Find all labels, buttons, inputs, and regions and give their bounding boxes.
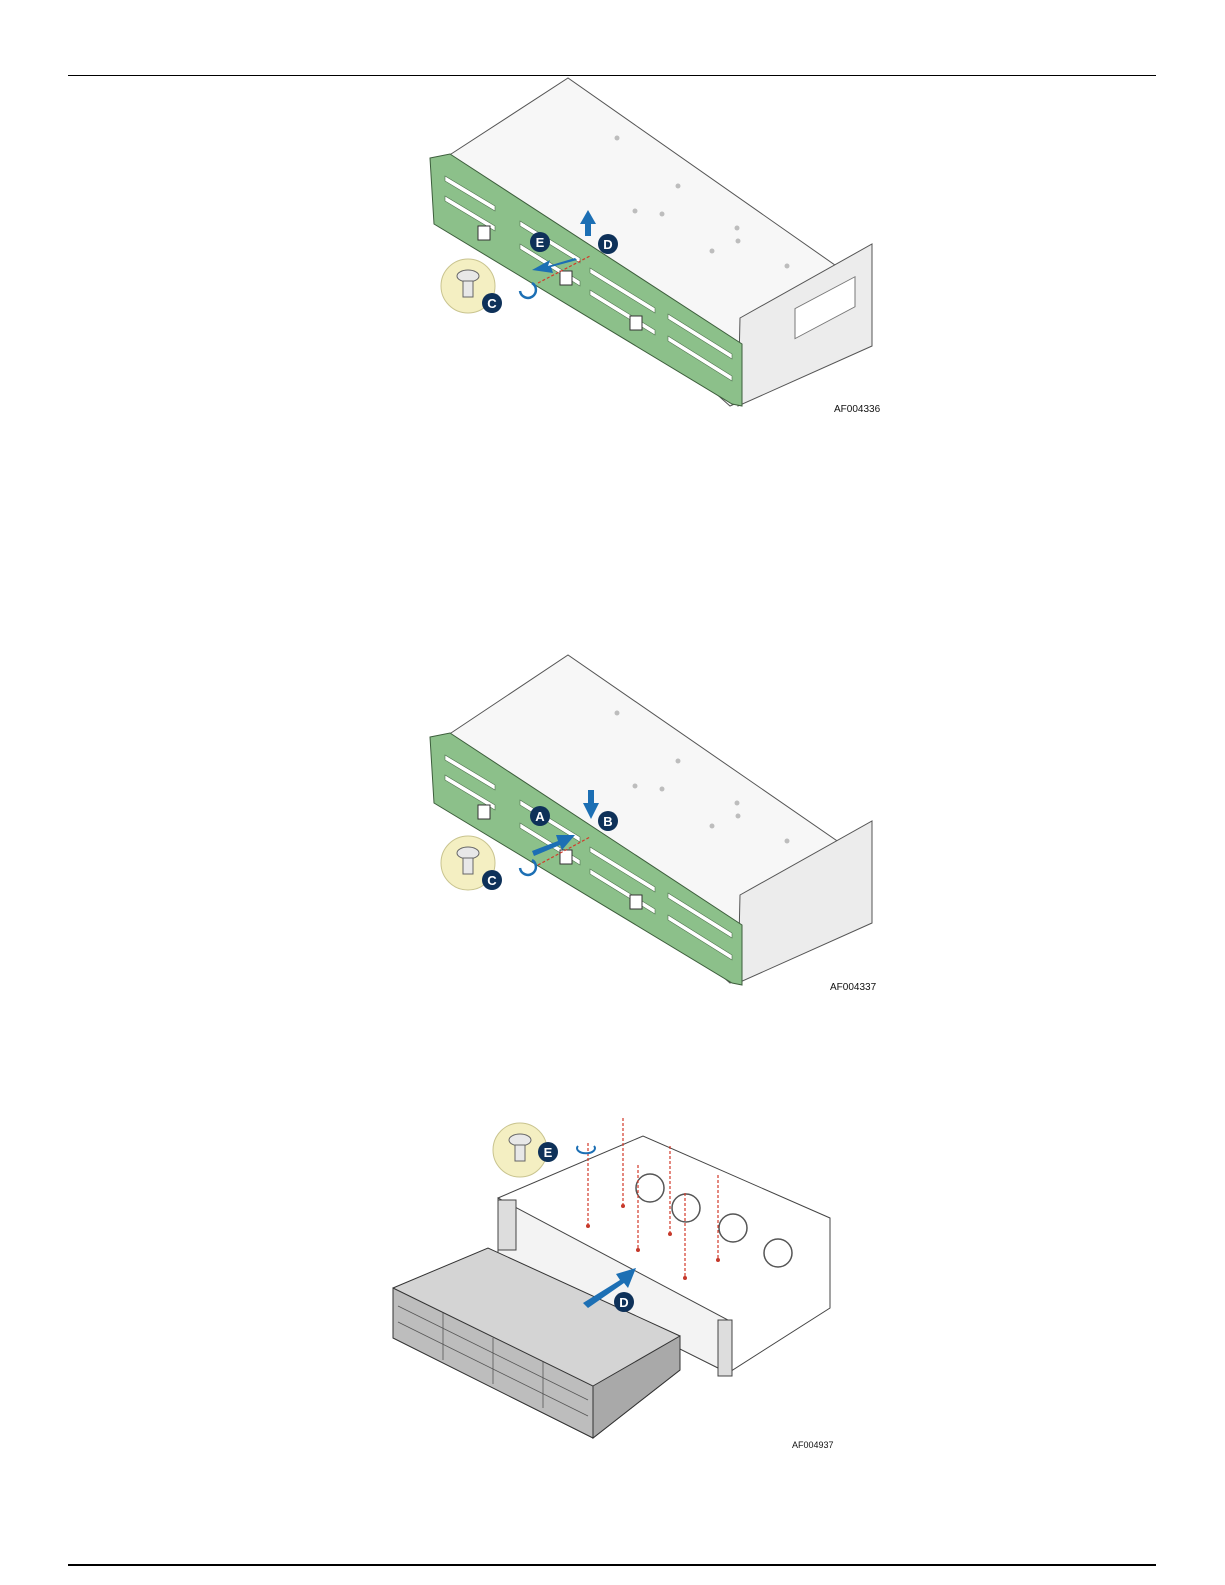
callout-label: D: [619, 1295, 628, 1310]
figure-id: AF004336: [834, 404, 880, 415]
callout-b: B: [598, 811, 618, 831]
callout-c: C: [482, 870, 502, 890]
callout-c: C: [482, 293, 502, 313]
callout-a: A: [530, 806, 550, 826]
footer-rule: [68, 1564, 1156, 1566]
callout-label: E: [544, 1145, 553, 1160]
figure-id: AF004337: [830, 982, 876, 993]
figure-backplane-install: A B C: [420, 653, 900, 993]
figure-backplane-removal: C D E: [420, 76, 900, 421]
callout-label: C: [487, 873, 497, 888]
figure-2-callouts: A B C: [420, 653, 900, 993]
callout-label: D: [603, 237, 612, 252]
callout-label: C: [487, 296, 497, 311]
figure-3-callouts: E D: [388, 1108, 838, 1448]
callout-label: B: [603, 814, 612, 829]
callout-d: D: [598, 234, 618, 254]
callout-e: E: [538, 1142, 558, 1162]
figure-1-callouts: C D E: [420, 76, 900, 421]
figure-drive-cage-install: E D: [388, 1108, 838, 1448]
callout-label: E: [536, 235, 545, 250]
callout-e: E: [530, 232, 550, 252]
figure-id: AF004937: [792, 1440, 834, 1450]
callout-label: A: [535, 809, 545, 824]
callout-d: D: [614, 1292, 634, 1312]
